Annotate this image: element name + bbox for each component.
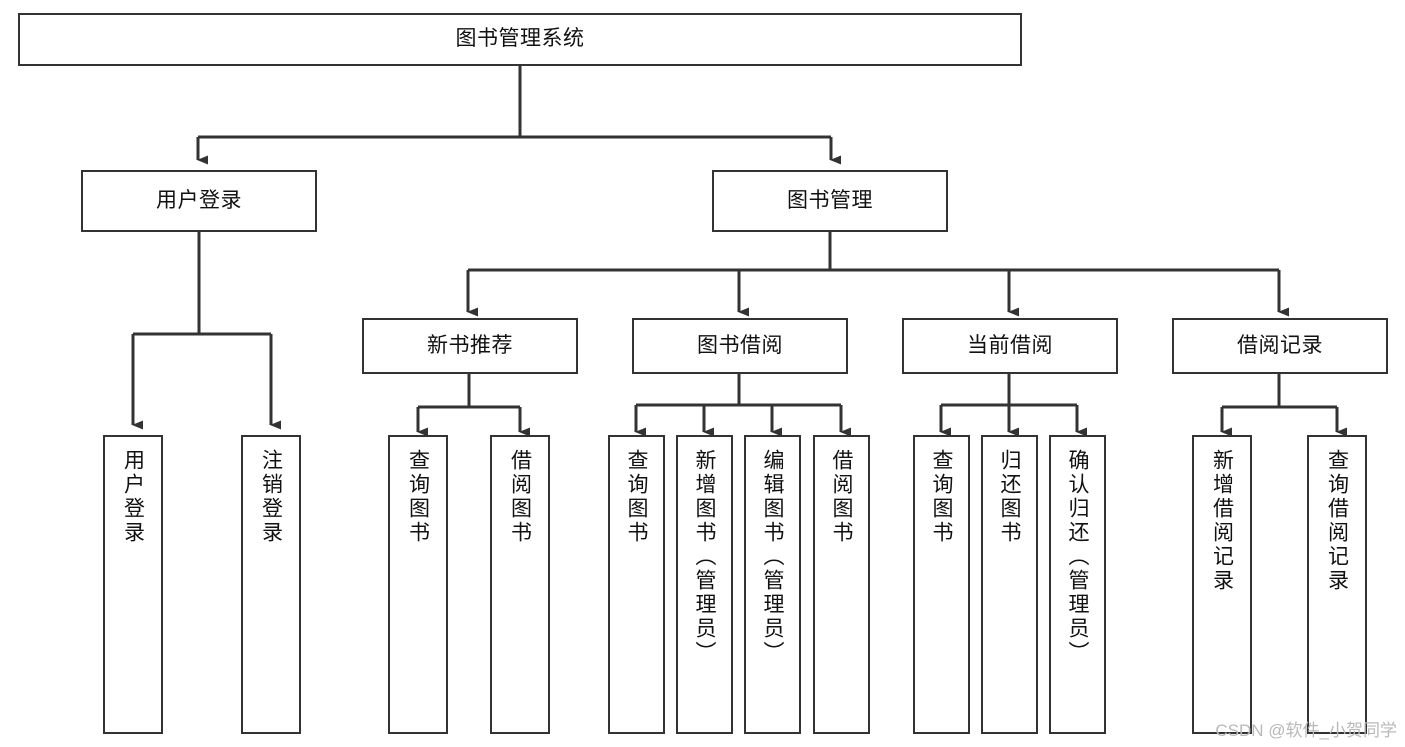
node-leaf-add-record-label: 新增借阅记录 — [1210, 449, 1234, 593]
node-leaf-add-book[interactable]: 新增图书（管理员） — [676, 435, 733, 734]
node-leaf-logout[interactable]: 注销登录 — [241, 435, 301, 734]
node-book-management-label: 图书管理 — [787, 188, 873, 212]
node-book-management[interactable]: 图书管理 — [712, 170, 948, 232]
node-leaf-return-book[interactable]: 归还图书 — [981, 435, 1038, 734]
node-leaf-borrow-book-1-label: 借阅图书 — [508, 449, 532, 545]
node-leaf-query-book-2[interactable]: 查询图书 — [608, 435, 665, 734]
node-new-book-recommend[interactable]: 新书推荐 — [362, 318, 578, 374]
node-leaf-user-login[interactable]: 用户登录 — [103, 435, 163, 734]
node-root[interactable]: 图书管理系统 — [18, 13, 1022, 66]
node-leaf-query-book-2-label: 查询图书 — [625, 449, 648, 545]
node-leaf-borrow-book-2-label: 借阅图书 — [830, 449, 853, 545]
node-leaf-user-login-label: 用户登录 — [121, 449, 145, 545]
node-borrow-record-label: 借阅记录 — [1237, 333, 1323, 357]
node-leaf-query-record[interactable]: 查询借阅记录 — [1307, 435, 1367, 734]
node-leaf-query-book-1-label: 查询图书 — [406, 449, 430, 545]
node-leaf-edit-book-label: 编辑图书（管理员） — [761, 449, 784, 665]
csdn-watermark: CSDN @软件_小贺同学 — [1215, 721, 1397, 740]
node-book-borrow-label: 图书借阅 — [697, 333, 783, 357]
node-book-borrow[interactable]: 图书借阅 — [632, 318, 848, 374]
node-new-book-recommend-label: 新书推荐 — [427, 333, 513, 357]
node-current-borrow-label: 当前借阅 — [967, 333, 1053, 357]
node-leaf-query-record-label: 查询借阅记录 — [1325, 449, 1349, 593]
node-leaf-edit-book[interactable]: 编辑图书（管理员） — [744, 435, 801, 734]
node-leaf-logout-label: 注销登录 — [259, 449, 283, 545]
node-leaf-borrow-book-1[interactable]: 借阅图书 — [490, 435, 550, 734]
node-current-borrow[interactable]: 当前借阅 — [902, 318, 1118, 374]
node-borrow-record[interactable]: 借阅记录 — [1172, 318, 1388, 374]
node-leaf-add-book-label: 新增图书（管理员） — [693, 449, 716, 665]
node-leaf-confirm-return[interactable]: 确认归还（管理员） — [1049, 435, 1106, 734]
node-leaf-query-book-3-label: 查询图书 — [930, 449, 953, 545]
node-leaf-query-book-3[interactable]: 查询图书 — [913, 435, 970, 734]
node-root-label: 图书管理系统 — [455, 27, 585, 51]
node-leaf-add-record[interactable]: 新增借阅记录 — [1192, 435, 1252, 734]
node-user-login[interactable]: 用户登录 — [81, 170, 317, 232]
node-leaf-query-book-1[interactable]: 查询图书 — [388, 435, 448, 734]
node-leaf-return-book-label: 归还图书 — [998, 449, 1021, 545]
node-leaf-confirm-return-label: 确认归还（管理员） — [1066, 449, 1089, 665]
node-leaf-borrow-book-2[interactable]: 借阅图书 — [813, 435, 870, 734]
node-user-login-label: 用户登录 — [156, 188, 242, 212]
